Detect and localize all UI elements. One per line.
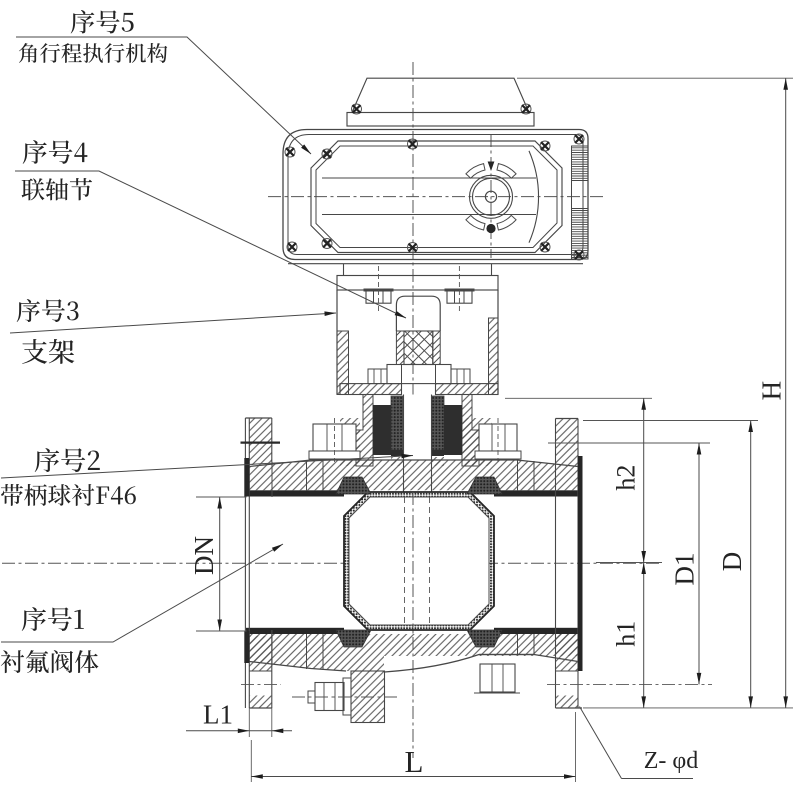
svg-text:L: L: [405, 744, 424, 779]
svg-text:D: D: [717, 552, 747, 572]
svg-text:H: H: [756, 381, 786, 401]
svg-text:Z- φd: Z- φd: [644, 748, 699, 774]
svg-text:D1: D1: [670, 553, 700, 586]
svg-text:DN: DN: [189, 536, 219, 575]
svg-text:L1: L1: [203, 700, 233, 730]
svg-text:h2: h2: [612, 465, 641, 491]
svg-text:h1: h1: [612, 621, 641, 647]
